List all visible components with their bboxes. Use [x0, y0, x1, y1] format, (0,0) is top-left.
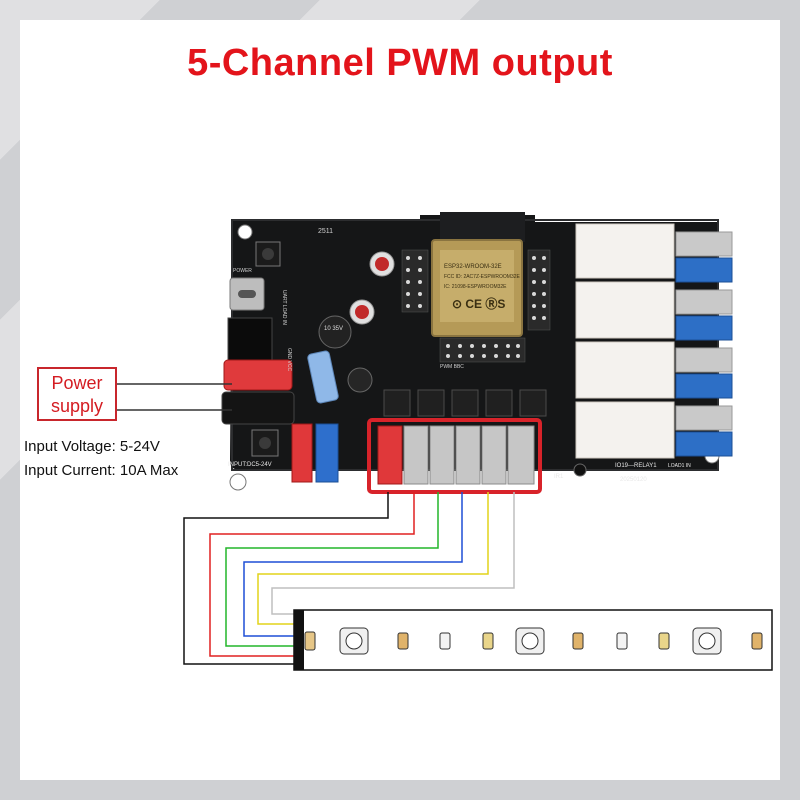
power-connector-red	[223, 359, 293, 391]
load-silkscreen: LOAD1 IN	[668, 463, 691, 469]
fuse	[307, 350, 339, 404]
uart-silkscreen: UART LOAD IN	[281, 290, 287, 325]
led-warm	[304, 631, 316, 651]
esp32-chip-line2: FCC ID: 2AC7Z-ESPWROOM32E	[444, 274, 521, 280]
pwm-output-connector	[377, 425, 535, 485]
led-strip	[293, 609, 773, 671]
dc-jack	[227, 317, 273, 361]
wire-green	[225, 492, 439, 647]
wire-white	[271, 492, 515, 615]
led-yellow	[482, 632, 494, 650]
led-white	[439, 632, 451, 650]
capacitor-marking: 10 35V	[324, 326, 343, 332]
esp32-chip-line3: IC: 21098-ESPWROOM32E	[444, 284, 507, 290]
board-code: 2511	[318, 228, 333, 235]
input-voltage-spec: Input Voltage: 5-24V	[24, 438, 160, 455]
led-warm	[572, 632, 584, 650]
relay-terminals	[675, 231, 733, 457]
esp32-chip-line1: ESP32-WROOM-32E	[444, 264, 502, 270]
pcb-name-silkscreen: PCB-tasmato-Relay-3.0	[616, 486, 690, 493]
relay-2	[575, 281, 675, 339]
relay-3	[575, 341, 675, 399]
power-label-line1: Power	[51, 373, 103, 393]
relays	[575, 223, 675, 459]
led-warm	[751, 632, 763, 650]
ir-receiver	[573, 463, 587, 477]
date-silkscreen: 20250120	[620, 477, 647, 483]
led-warm	[397, 632, 409, 650]
esp32-antenna	[440, 212, 525, 242]
input-connector-blue	[315, 423, 339, 483]
power-silkscreen: POWER	[233, 268, 252, 274]
led-white	[616, 632, 628, 650]
input-silkscreen: INPUT:DC5-24V	[228, 462, 272, 468]
mosfets	[383, 389, 547, 417]
esp32-module: ESP32-WROOM-32E FCC ID: 2AC7Z-ESPWROOM32…	[431, 239, 523, 337]
input-connector-red	[291, 423, 313, 483]
diagram-title: 5-Channel PWM output	[187, 42, 613, 84]
power-label-line2: supply	[50, 396, 104, 416]
esp32-cert-marks: ⊙ CE ⓇS	[452, 296, 505, 311]
relay-1	[575, 223, 675, 279]
capacitors: 10 35V	[318, 251, 395, 393]
pwm-silkscreen: PWM BBC	[440, 364, 464, 370]
wire-blue	[243, 492, 463, 637]
relay-4	[575, 401, 675, 459]
wire-yellow	[257, 492, 489, 625]
wire-red	[209, 492, 415, 657]
mounting-hole	[229, 473, 247, 491]
wire-black	[183, 492, 389, 665]
input-current-spec: Input Current: 10A Max	[24, 462, 179, 479]
power-connector-black	[221, 391, 295, 425]
output-wires	[183, 492, 515, 665]
mounting-hole	[237, 224, 253, 240]
gnd-vcc-silkscreen: GND VCC	[286, 348, 292, 371]
led-yellow	[658, 632, 670, 650]
power-supply-label: Power supply	[37, 367, 117, 421]
relay-silkscreen: IO19---RELAY1	[615, 463, 657, 469]
pwm-highlight-box	[367, 418, 542, 494]
ir-silkscreen: IR1	[554, 474, 564, 480]
